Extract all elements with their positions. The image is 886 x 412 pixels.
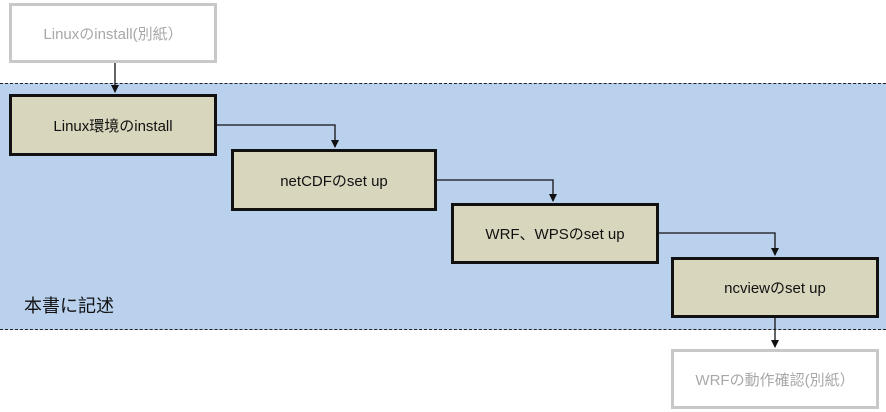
region-top-dashed-line <box>0 83 886 84</box>
external-step-linux-install: Linuxのinstall(別紙） <box>9 3 217 63</box>
external-step-wrf-check: WRFの動作確認(別紙） <box>671 349 879 409</box>
region-bottom-dashed-line <box>0 329 886 330</box>
step-wrf-wps-setup: WRF、WPSのset up <box>451 203 659 264</box>
step-ncview-setup: ncviewのset up <box>671 257 879 318</box>
step-3-label: WRF、WPSのset up <box>485 226 625 243</box>
arrow-step3-to-step4 <box>659 232 779 256</box>
arrow-step2-to-step3 <box>437 179 557 202</box>
arrow-step1-to-step2 <box>217 124 339 148</box>
external-step-linux-install-label: Linuxのinstall(別紙） <box>43 25 183 43</box>
step-2-label: netCDFのset up <box>280 172 388 190</box>
region-label: 本書に記述 <box>24 296 114 316</box>
step-4-label: ncviewのset up <box>724 280 826 297</box>
external-step-wrf-check-label: WRFの動作確認(別紙） <box>695 371 855 389</box>
step-1-label: Linux環境のinstall <box>53 117 173 135</box>
step-netcdf-setup: netCDFのset up <box>231 149 437 211</box>
step-linux-environment-install: Linux環境のinstall <box>9 94 217 156</box>
